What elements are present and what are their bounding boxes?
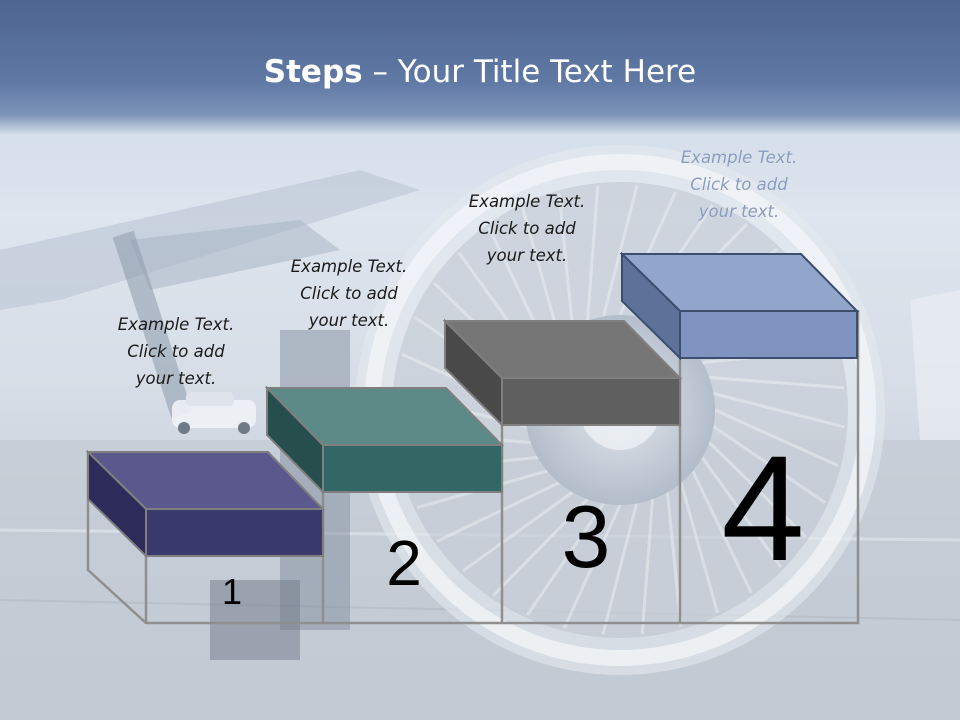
step-2-number: 2 (386, 527, 422, 599)
slide-title[interactable]: Steps – Your Title Text Here (0, 54, 960, 90)
step-2-caption-line-2: Click to add (300, 284, 398, 303)
step-3-caption-line-2: Click to add (478, 219, 576, 238)
title-rest: – Your Title Text Here (362, 54, 697, 90)
step-2-caption-line-3: your text. (308, 311, 390, 330)
step-3-number: 3 (562, 487, 611, 586)
step-4-caption-line-3: your text. (698, 202, 780, 221)
step-3-caption-line-3: your text. (486, 246, 568, 265)
step-2-caption[interactable]: Example Text. Click to add your text. (259, 253, 439, 334)
step-3-caption[interactable]: Example Text. Click to add your text. (437, 188, 617, 269)
step-1-caption[interactable]: Example Text. Click to add your text. (86, 311, 266, 392)
step-2-caption-line-1: Example Text. (290, 257, 408, 276)
step-1-caption-line-1: Example Text. (117, 315, 235, 334)
step-4-front (679, 310, 858, 359)
step-3-caption-line-1: Example Text. (468, 192, 586, 211)
step-1-caption-line-3: your text. (135, 369, 217, 388)
step-4-caption[interactable]: Example Text. Click to add your text. (649, 144, 829, 225)
step-2-block[interactable] (264, 385, 505, 495)
step-4-block[interactable] (619, 251, 860, 361)
step-2-front (322, 444, 503, 493)
step-1-block[interactable] (85, 449, 326, 559)
step-3-front (501, 377, 681, 426)
step-4-number: 4 (721, 424, 804, 592)
step-1-caption-line-2: Click to add (127, 342, 225, 361)
title-bold: Steps (263, 54, 363, 90)
step-1-number: 1 (222, 571, 242, 612)
title-band (0, 0, 960, 135)
step-3-block[interactable] (442, 318, 683, 428)
step-1-front (145, 508, 324, 557)
step-4-caption-line-1: Example Text. (680, 148, 798, 167)
step-4-caption-line-2: Click to add (690, 175, 788, 194)
